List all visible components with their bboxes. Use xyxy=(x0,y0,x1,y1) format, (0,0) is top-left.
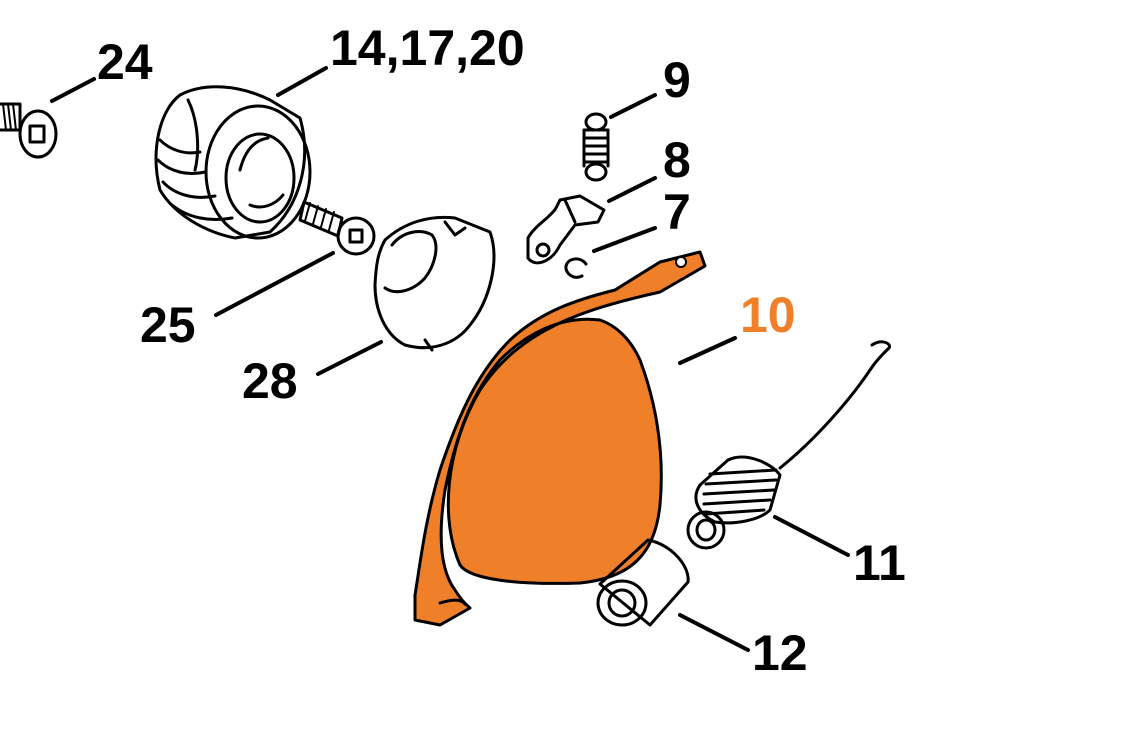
part-labels: 24 14,17,20 9 8 7 10 25 28 11 12 xyxy=(97,20,906,681)
label-11: 11 xyxy=(853,535,906,591)
label-14-17-20: 14,17,20 xyxy=(330,20,525,76)
leader-7 xyxy=(592,226,657,253)
part-14-17-20-drum xyxy=(154,85,312,240)
label-9: 9 xyxy=(663,52,691,108)
leader-8 xyxy=(607,176,657,203)
label-7: 7 xyxy=(663,184,691,240)
leader-11 xyxy=(773,515,850,557)
leader-24 xyxy=(50,77,96,103)
part-11-spring xyxy=(686,340,892,550)
label-12: 12 xyxy=(752,625,808,681)
label-10: 10 xyxy=(740,287,796,343)
leader-9 xyxy=(609,93,657,119)
label-8: 8 xyxy=(663,132,691,188)
leader-10 xyxy=(678,336,737,365)
label-28: 28 xyxy=(242,353,298,409)
label-24: 24 xyxy=(97,34,153,90)
part-10-brake-band xyxy=(413,250,707,627)
label-25: 25 xyxy=(140,297,196,353)
part-25-screw xyxy=(298,200,376,256)
part-24-screw xyxy=(0,102,58,159)
part-28-cover xyxy=(373,215,496,352)
leader-25 xyxy=(214,251,335,317)
part-7-clip xyxy=(564,257,588,279)
part-8-lever xyxy=(526,194,606,265)
leader-lines xyxy=(50,66,850,652)
leader-28 xyxy=(316,340,383,376)
part-12-sleeve xyxy=(596,538,690,627)
leader-12 xyxy=(678,613,750,652)
leader-14-17-20 xyxy=(276,66,328,97)
part-9-spring xyxy=(582,112,610,182)
